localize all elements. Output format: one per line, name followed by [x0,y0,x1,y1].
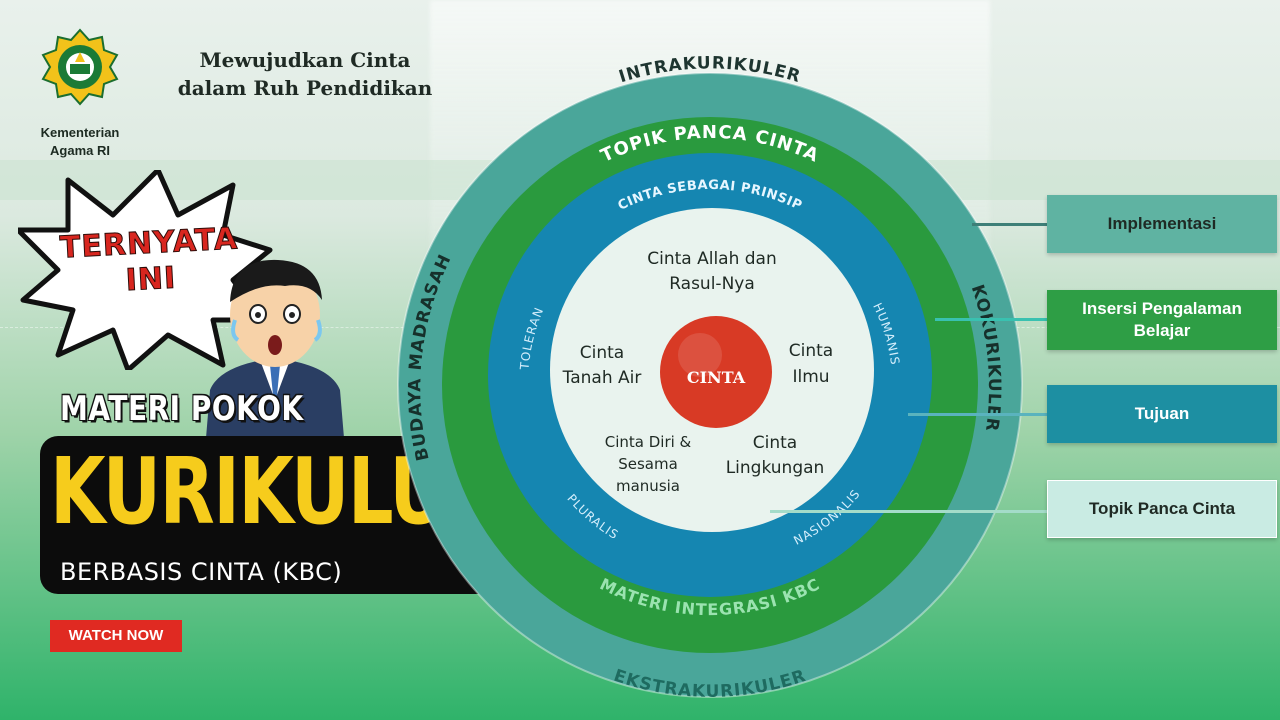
center-label: CINTA [687,368,746,387]
topic-bl-line3: manusia [616,477,680,495]
org-name-line2: Agama RI [50,143,110,158]
connector-insersi [935,318,1048,321]
surprised-man-illustration [205,259,345,450]
side-box-insersi: Insersi Pengalaman Belajar [1047,290,1277,350]
side-box-topik-panca-cinta: Topik Panca Cinta [1047,480,1277,538]
topic-top-line2: Rasul-Nya [669,274,755,294]
org-name: Kementerian Agama RI [20,124,140,160]
topic-left-line1: Cinta [580,343,624,363]
center-circle [660,316,772,428]
topic-br-line1: Cinta [753,433,797,453]
side-box-label: Tujuan [1134,404,1190,423]
motto-line2: dalam Ruh Pendidikan [177,76,433,100]
connector-tujuan [908,413,1048,416]
topic-top-line1: Cinta Allah dan [647,249,777,269]
topic-bl-line2: Sesama [618,455,678,473]
topic-left-line2: Tanah Air [562,368,642,388]
org-name-line1: Kementerian [40,125,120,140]
side-box-label: Topik Panca Cinta [1088,499,1236,518]
comic-burst [18,170,273,370]
connector-topik [770,510,1048,513]
kemenag-logo [41,28,119,106]
connector-implementasi [972,223,1048,226]
motto: Mewujudkan Cinta dalam Ruh Pendidikan [150,46,460,102]
side-box-label: Insersi Pengalaman Belajar [1082,299,1242,340]
topic-right-line1: Cinta [789,341,833,361]
watch-now-button[interactable]: WATCH NOW [50,620,182,652]
topic-bl-line1: Cinta Diri & [605,433,692,451]
motto-line1: Mewujudkan Cinta [199,48,411,72]
topic-br-line2: Lingkungan [726,458,825,478]
topic-right-line2: Ilmu [792,367,829,387]
title-subtitle: BERBASIS CINTA (KBC) [60,558,343,586]
side-box-implementasi: Implementasi [1047,195,1277,253]
side-box-label: Implementasi [1107,214,1217,233]
title-pretitle: MATERI POKOK [60,388,304,429]
side-box-tujuan: Tujuan [1047,385,1277,443]
